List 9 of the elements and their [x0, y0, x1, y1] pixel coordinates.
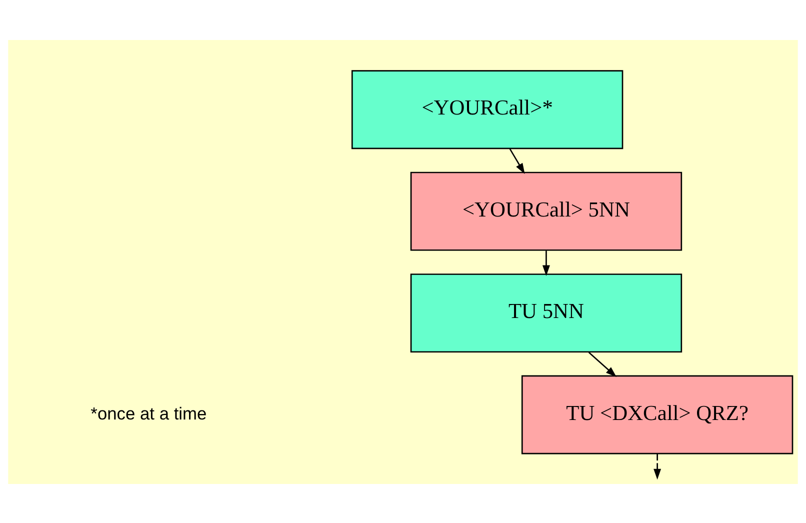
node-box: <YOURCall>* — [351, 70, 624, 149]
arrow — [509, 148, 525, 174]
node-box: TU <DXCall> QRZ? — [521, 374, 794, 454]
node-box: <YOURCall> 5NN — [410, 171, 682, 250]
label: *once at a time — [90, 402, 207, 423]
node-box: TU 5NN — [410, 273, 682, 352]
arrow — [542, 250, 550, 276]
arrow — [654, 453, 662, 480]
arrow — [588, 351, 616, 377]
